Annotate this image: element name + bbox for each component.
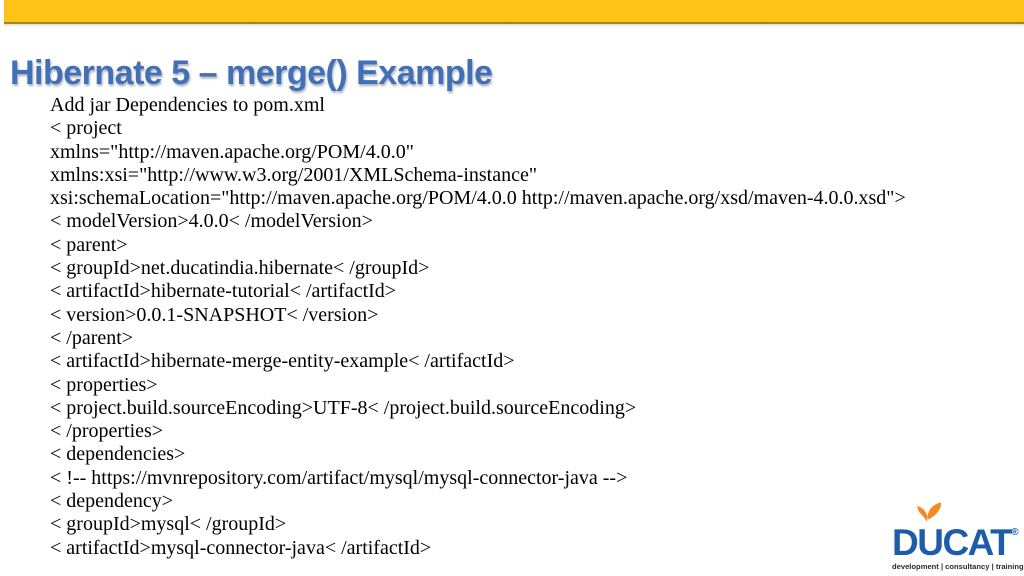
ducat-logo-wordmark: DUCAT® bbox=[892, 502, 1019, 563]
code-line: < groupId>mysql< /groupId> bbox=[50, 513, 287, 536]
slide-title: Hibernate 5 – merge() Example bbox=[10, 53, 493, 92]
ducat-logo-text: DUCAT bbox=[892, 522, 1013, 563]
code-line: < groupId>net.ducatindia.hibernate< /gro… bbox=[50, 257, 430, 280]
code-line: xmlns="http://maven.apache.org/POM/4.0.0… bbox=[50, 140, 414, 163]
code-line: < properties> bbox=[50, 373, 158, 396]
code-line: < artifactId>mysql-connector-java< /arti… bbox=[50, 536, 432, 559]
butterfly-icon bbox=[917, 502, 942, 522]
code-line: < !-- https://mvnrepository.com/artifact… bbox=[50, 466, 628, 489]
ducat-logo: DUCAT® development | consultancy | train… bbox=[892, 502, 1024, 571]
code-line: < project.build.sourceEncoding>UTF-8< /p… bbox=[50, 396, 637, 419]
code-line: < artifactId>hibernate-tutorial< /artifa… bbox=[50, 280, 397, 303]
ducat-logo-tagline: development | consultancy | training bbox=[892, 562, 1024, 571]
pom-code-block: Add jar Dependencies to pom.xml< project… bbox=[50, 94, 906, 560]
code-line: xmlns:xsi="http://www.w3.org/2001/XMLSch… bbox=[50, 163, 538, 186]
code-line: < /parent> bbox=[50, 326, 134, 349]
registered-trademark-symbol: ® bbox=[1011, 527, 1019, 538]
code-line: xsi:schemaLocation="http://maven.apache.… bbox=[50, 187, 906, 210]
code-line: < project bbox=[50, 117, 122, 140]
code-line: < parent> bbox=[50, 233, 128, 256]
code-line: < dependency> bbox=[50, 490, 174, 513]
code-line: < version>0.0.1-SNAPSHOT< /version> bbox=[50, 303, 379, 326]
code-line: < dependencies> bbox=[50, 443, 186, 466]
code-line: Add jar Dependencies to pom.xml bbox=[50, 94, 325, 116]
top-accent-bar bbox=[4, 0, 1024, 27]
code-line: < /properties> bbox=[50, 420, 164, 443]
code-line: < artifactId>hibernate-merge-entity-exam… bbox=[50, 350, 515, 373]
code-line: < modelVersion>4.0.0< /modelVersion> bbox=[50, 210, 373, 233]
